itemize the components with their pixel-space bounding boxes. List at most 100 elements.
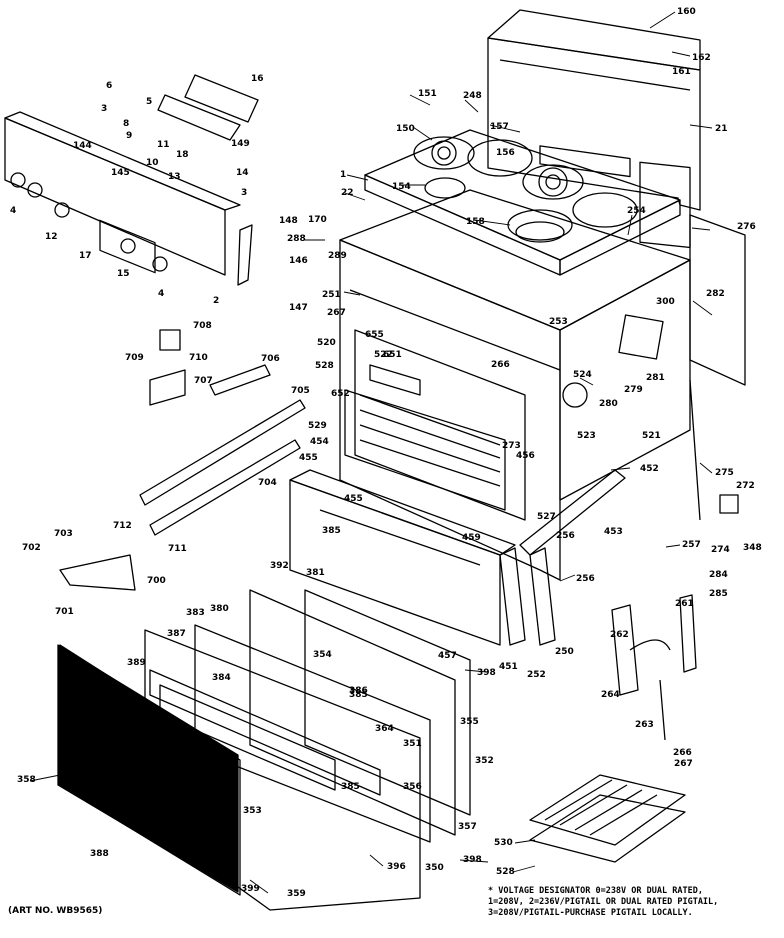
oven-door-window	[57, 644, 239, 893]
callout-label: 353	[243, 806, 262, 816]
callout-label: 712	[113, 521, 132, 531]
callout-label: 523	[577, 431, 596, 441]
voltage-note-line: 3=208V/PIGTAIL-PURCHASE PIGTAIL LOCALLY.	[488, 908, 693, 918]
callout-label: 276	[737, 222, 756, 232]
callout-label: 274	[711, 545, 730, 555]
callout-label: 380	[210, 604, 229, 614]
oven-racks	[344, 329, 526, 521]
callout-label: 151	[418, 89, 437, 99]
callout-label: 261	[675, 599, 694, 609]
callout-label: 707	[194, 376, 213, 386]
callout-label: 158	[466, 217, 485, 227]
callout-label: 520	[317, 338, 336, 348]
callout-labels: 160 162 161 16 6 5 151 248 150 157 21 3 …	[10, 7, 762, 899]
callout-label: 262	[610, 630, 629, 640]
drawer-rails	[139, 379, 701, 646]
art-number: (ART NO. WB9565)	[8, 906, 103, 916]
callout-label: 355	[460, 717, 479, 727]
callout-label: 11	[157, 140, 170, 150]
door-hinge	[611, 594, 697, 741]
callout-label: 280	[599, 399, 618, 409]
callout-label: 266	[673, 748, 692, 758]
latch-parts	[59, 329, 739, 591]
callout-label: 708	[193, 321, 212, 331]
callout-label: 356	[403, 782, 422, 792]
callout-label: 300	[656, 297, 675, 307]
storage-drawer	[289, 469, 516, 646]
callout-label: 273	[502, 441, 521, 451]
callout-label: 18	[176, 150, 189, 160]
callout-label: 256	[576, 574, 595, 584]
callout-label: 459	[462, 533, 481, 543]
callout-label: 385	[341, 782, 360, 792]
leader-lines	[29, 11, 713, 894]
callout-label: 385	[322, 526, 341, 536]
callout-label: 655	[365, 330, 384, 340]
callout-label: 9	[126, 131, 132, 141]
callout-label: 709	[125, 353, 144, 363]
callout-label: 161	[672, 67, 691, 77]
callout-label: 5	[146, 97, 152, 107]
callout-label: 701	[55, 607, 74, 617]
clock-assembly	[157, 74, 259, 286]
callout-label: 528	[496, 867, 515, 877]
callout-label: 702	[22, 543, 41, 553]
callout-label: 248	[463, 91, 482, 101]
broiler-pan	[529, 774, 686, 863]
callout-label: 451	[499, 662, 518, 672]
callout-label: 711	[168, 544, 187, 554]
callout-label: 703	[54, 529, 73, 539]
control-panel	[4, 111, 241, 276]
callout-label: 454	[310, 437, 329, 447]
callout-label: 453	[604, 527, 623, 537]
callout-label: 162	[692, 53, 711, 63]
callout-label: 275	[715, 468, 734, 478]
callout-label: 455	[299, 453, 318, 463]
callout-label: 17	[79, 251, 92, 261]
callout-label: 2	[213, 296, 219, 306]
callout-label: 530	[494, 838, 513, 848]
callout-label: 272	[736, 481, 755, 491]
callout-label: 263	[635, 720, 654, 730]
callout-label: 357	[458, 822, 477, 832]
callout-label: 266	[491, 360, 510, 370]
callout-label: 528	[315, 361, 334, 371]
callout-label: 452	[640, 464, 659, 474]
callout-label: 256	[556, 531, 575, 541]
callout-label: 149	[231, 139, 250, 149]
callout-label: 257	[682, 540, 701, 550]
callout-label: 358	[17, 775, 36, 785]
callout-label: 388	[90, 849, 109, 859]
callout-label: 254	[627, 206, 646, 216]
callout-label: 147	[289, 303, 308, 313]
callout-label: 700	[147, 576, 166, 586]
callout-label: 455	[344, 494, 363, 504]
callout-label: 381	[306, 568, 325, 578]
callout-label: 148	[279, 216, 298, 226]
callout-label: 527	[537, 512, 556, 522]
callout-label: 351	[403, 739, 422, 749]
callout-label: 4	[10, 206, 16, 216]
callout-label: 389	[127, 658, 146, 668]
voltage-note-line: * VOLTAGE DESIGNATOR 0=238V OR DUAL RATE…	[488, 886, 703, 896]
callout-label: 154	[392, 182, 411, 192]
callout-label: 704	[258, 478, 277, 488]
callout-label: 156	[496, 148, 515, 158]
callout-label: 705	[291, 386, 310, 396]
callout-label: 251	[322, 290, 341, 300]
callout-label: 522	[374, 350, 393, 360]
callout-label: 398	[477, 668, 496, 678]
callout-label: 354	[313, 650, 332, 660]
callout-label: 267	[674, 759, 693, 769]
callout-label: 396	[387, 862, 406, 872]
backsplash-panel	[487, 9, 701, 249]
callout-label: 364	[375, 724, 394, 734]
callout-label: 264	[601, 690, 620, 700]
callout-label: 652	[331, 389, 350, 399]
callout-label: 14	[236, 168, 249, 178]
callout-label: 21	[715, 124, 728, 134]
voltage-note-line: 1=208V, 2=236V/PIGTAIL OR DUAL RATED PIG…	[488, 897, 719, 907]
callout-label: 160	[677, 7, 696, 17]
callout-label: 146	[289, 256, 308, 266]
